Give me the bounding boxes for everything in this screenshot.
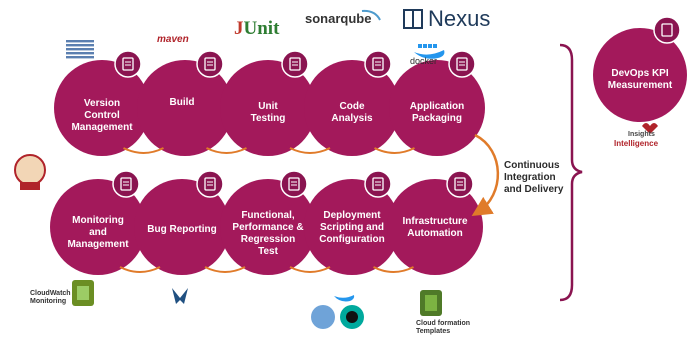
loop-arrow [471,133,500,217]
maven-logo: maven [157,34,189,45]
docker-container-3 [433,44,437,48]
stage-label-version-control: Version Control Management [71,98,133,133]
presenter-board-badge-icon-bottom-0-glyph [120,177,132,191]
version-control-logo-stripe-4 [66,56,94,59]
checklist-badge-icon-bottom-2-glyph [288,177,300,191]
sonarqube-logo: sonarqube [305,11,372,26]
kpi-circle [593,28,687,122]
docker-container-2 [428,44,432,48]
connector-bottom-0 [119,266,161,273]
version-control-logo-stripe-1 [66,44,94,47]
version-control-logo-stripe-2 [66,48,94,51]
junit-logo: JUnit [234,18,279,40]
connector-top-1 [206,147,247,154]
connector-bottom-1 [204,266,246,273]
settings-document-badge-icon-top-1-glyph [204,57,216,71]
stage-circle-bottom-3 [304,179,400,275]
cloudwatch-label: CloudWatch Monitoring [30,290,71,305]
checklist-badge-icon-bottom-2 [280,170,308,198]
stage-circle-top-1 [137,60,233,156]
connector-top-3 [374,147,415,154]
hand-pointer-badge-icon-top-0 [114,50,142,78]
stage-circle-bottom-4 [387,179,483,275]
connector-top-2 [289,147,331,154]
ci-cd-label: Continuous Integration and Delivery [504,160,564,195]
insights-logo-line2: Intelligence [614,139,659,148]
version-control-logo-stripe-3 [66,52,94,55]
list-badge-icon-bottom-3 [364,170,392,198]
docker-small-icon [334,295,355,302]
insights-logo-line1: Insights [628,131,655,138]
stage-circle-top-3 [304,60,400,156]
cloudwatch-icon-inner [77,286,89,300]
stage-label-deployment-scripting: Deployment Scripting and Configuration [319,210,385,245]
junit-logo-j: J [234,18,244,39]
settings-document-badge-icon-top-1 [196,50,224,78]
nexus-logo: Nexus [428,6,491,31]
cloudformation-label: Cloud formation Templates [416,320,471,335]
docker-whale-icon [414,50,445,59]
sonarqube-arc-icon [361,9,381,21]
junit-logo-unit: Unit [243,18,280,39]
checklist-badge-icon-bottom-1 [196,170,224,198]
stage-circle-bottom-2 [220,179,316,275]
bracket-shape [559,43,583,302]
stage-circle-top-2 [220,60,316,156]
stage-label-application-packaging: Application Packaging [409,101,465,124]
connector-top-0 [123,147,164,154]
docker-container-0 [418,44,422,48]
insights-mark-icon [642,123,658,134]
gears-badge-icon-bottom-4 [446,170,474,198]
hand-pointer-badge-icon-top-0-glyph [122,57,134,71]
kpi-measurement-label: DevOps KPI Measurement [607,68,673,91]
stage-label-bug-reporting: Bug Reporting [147,224,217,235]
stage-label-infrastructure-automation: Infrastructure Automation [402,216,468,239]
connector-bottom-3 [373,266,414,273]
stage-label-functional-testing: Functional, Performance & Regression Tes… [232,210,304,257]
stage-circle-top-4 [389,60,485,156]
stage-label-unit-testing: Unit Testing [250,101,286,124]
stage-label-build: Build [169,97,195,108]
folder-badge-icon-top-4 [448,50,476,78]
stage-circle-bottom-0 [50,179,146,275]
user-search-badge-icon-top-2-glyph [289,57,301,71]
jenkins-logo-collar [20,182,40,190]
bug-tracker-icon [172,288,188,304]
folder-badge-icon-top-4-glyph [456,57,468,71]
connector-bottom-2 [289,266,331,273]
user-search-badge-icon-top-2 [281,50,309,78]
stage-label-monitoring: Monitoring and Management [67,215,129,250]
version-control-logo [66,40,94,59]
kpi-badge-glyph [661,23,673,37]
list-badge-icon-bottom-3-glyph [372,177,384,191]
kpi-badge-icon [653,16,681,44]
stage-circle-top-0 [54,60,150,156]
cloudformation-icon-inner [425,295,437,311]
checklist-badge-icon-bottom-1-glyph [204,177,216,191]
presenter-board-badge-icon-bottom-0 [112,170,140,198]
docker-logo: docker [410,56,438,66]
magnifier-badge-icon-top-3 [364,50,392,78]
version-control-logo-stripe-0 [66,40,94,43]
gears-badge-icon-bottom-4-glyph [454,177,466,191]
magnifier-badge-icon-top-3-glyph [372,57,384,71]
deploy-tool-icon-2-core [346,311,358,323]
deploy-tool-icon-1 [311,305,335,329]
stage-label-code-analysis: Code Analysis [331,101,373,124]
docker-container-1 [423,44,427,48]
stage-circle-bottom-1 [134,179,230,275]
jenkins-logo-icon [14,154,46,186]
